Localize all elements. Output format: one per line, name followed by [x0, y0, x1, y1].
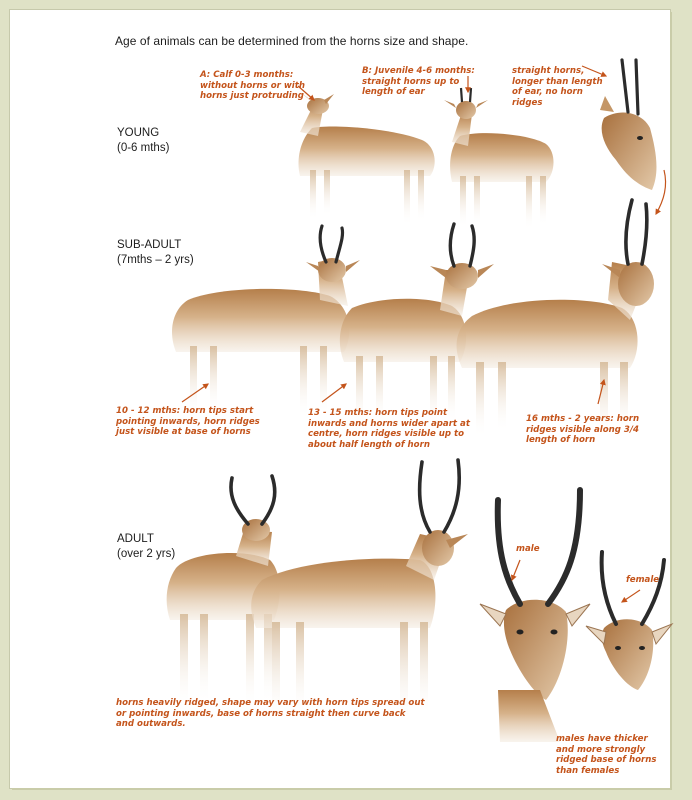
note-line: 16 mths - 2 years: horn [526, 414, 639, 425]
note-juvenile: B: Juvenile 4-6 months: straight horns u… [362, 66, 475, 98]
note-adult: horns heavily ridged, shape may vary wit… [116, 698, 425, 730]
section-adult-name: ADULT [117, 532, 175, 547]
note-line: length of horn [526, 435, 639, 446]
section-subadult-name: SUB-ADULT [117, 238, 194, 253]
note-subadult-13-15: 13 - 15 mths: horn tips point inwards an… [308, 408, 470, 450]
note-line: ridges visible along 3/4 [526, 425, 639, 436]
note-line: ridges [512, 98, 603, 109]
section-subadult-range: (7mths – 2 yrs) [117, 253, 194, 268]
note-calf: A: Calf 0-3 months: without horns or wit… [200, 70, 305, 102]
note-line: length of ear [362, 87, 475, 98]
note-line: 10 - 12 mths: horn tips start [116, 406, 260, 417]
section-subadult-label: SUB-ADULT (7mths – 2 yrs) [117, 238, 194, 268]
note-line: horns just protruding [200, 91, 305, 102]
calf-figure [299, 92, 435, 226]
note-line: 13 - 15 mths: horn tips point [308, 408, 470, 419]
section-young-label: YOUNG (0-6 mths) [117, 126, 169, 156]
note-line: males have thicker [556, 734, 656, 745]
section-adult-label: ADULT (over 2 yrs) [117, 532, 175, 562]
young-head-closeup [600, 60, 656, 190]
note-line: straight horns up to [362, 77, 475, 88]
note-line: just visible at base of horns [116, 427, 260, 438]
note-line: than females [556, 766, 656, 777]
section-young-range: (0-6 mths) [117, 141, 169, 156]
note-line: centre, horn ridges visible up to [308, 429, 470, 440]
section-young-name: YOUNG [117, 126, 169, 141]
note-line: ridged base of horns [556, 755, 656, 766]
note-line: of ear, no horn [512, 87, 603, 98]
note-straight-horns: straight horns, longer than length of ea… [512, 66, 603, 108]
juvenile-figure [444, 88, 554, 230]
note-line: A: Calf 0-3 months: [200, 70, 305, 81]
female-head-closeup [586, 552, 672, 690]
note-male: male [516, 544, 540, 555]
note-line: B: Juvenile 4-6 months: [362, 66, 475, 77]
note-line: about half length of horn [308, 440, 470, 451]
subadult-16-24-figure [457, 200, 654, 438]
note-males-vs-females: males have thicker and more strongly rid… [556, 734, 656, 776]
note-line: longer than length [512, 77, 603, 88]
note-line: pointing inwards, horn ridges [116, 417, 260, 428]
note-female: female [626, 575, 659, 586]
note-line: inwards and horns wider apart at [308, 419, 470, 430]
page-title: Age of animals can be determined from th… [115, 34, 468, 48]
adult-side-figure [251, 460, 468, 722]
note-line: straight horns, [512, 66, 603, 77]
note-line: without horns or with [200, 81, 305, 92]
note-line: and more strongly [556, 745, 656, 756]
note-line: or pointing inwards, base of horns strai… [116, 709, 425, 720]
note-subadult-10-12: 10 - 12 mths: horn tips start pointing i… [116, 406, 260, 438]
note-line: horns heavily ridged, shape may vary wit… [116, 698, 425, 709]
note-line: and outwards. [116, 719, 425, 730]
male-head-closeup [480, 490, 590, 742]
note-subadult-16-24: 16 mths - 2 years: horn ridges visible a… [526, 414, 639, 446]
section-adult-range: (over 2 yrs) [117, 547, 175, 562]
